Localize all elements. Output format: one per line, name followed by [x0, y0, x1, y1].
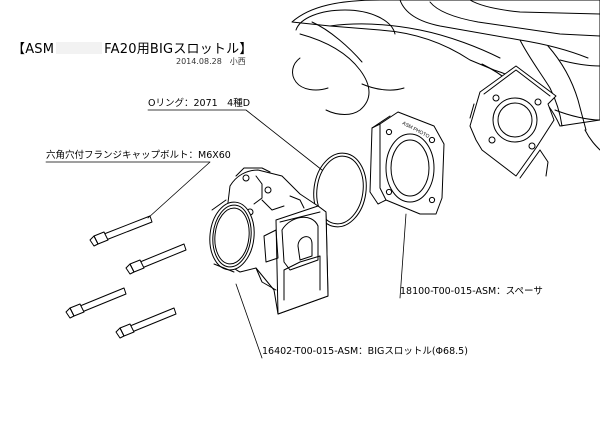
diagram-title: 【ASM FA20用BIGスロットル】: [12, 38, 253, 57]
label-throttle-body: 16402-T00-015-ASM：BIGスロットル(Φ68.5): [262, 346, 468, 357]
bolt-1: [89, 215, 153, 247]
label-bolt: 六角穴付フランジキャップボルト：M6X60: [46, 150, 231, 161]
o-ring: [313, 152, 367, 228]
throttle-leader: [235, 283, 263, 359]
date-author: 2014.08.28 小西: [176, 57, 246, 66]
throttle-body: [209, 167, 329, 315]
label-spacer: 18100-T00-015-ASM：スペーサ: [400, 286, 543, 297]
intake-manifold: [291, 0, 600, 151]
bolt-2: [125, 243, 187, 275]
bolt-4: [115, 307, 177, 339]
oring-leader: [147, 109, 323, 171]
manifold-flange: [469, 65, 557, 179]
bolt-3: [65, 287, 127, 319]
redacted-block: [56, 42, 103, 54]
bolt-leader: [45, 161, 211, 219]
leader-lines: [45, 109, 407, 359]
label-o-ring: Oリング：2071 4種D: [148, 98, 251, 109]
spacer-plate: ASM PHOTO: [369, 111, 445, 215]
title-suffix: FA20用BIGスロットル】: [104, 42, 253, 57]
title-prefix: 【ASM: [12, 42, 55, 57]
spacer-leader: [399, 213, 407, 299]
